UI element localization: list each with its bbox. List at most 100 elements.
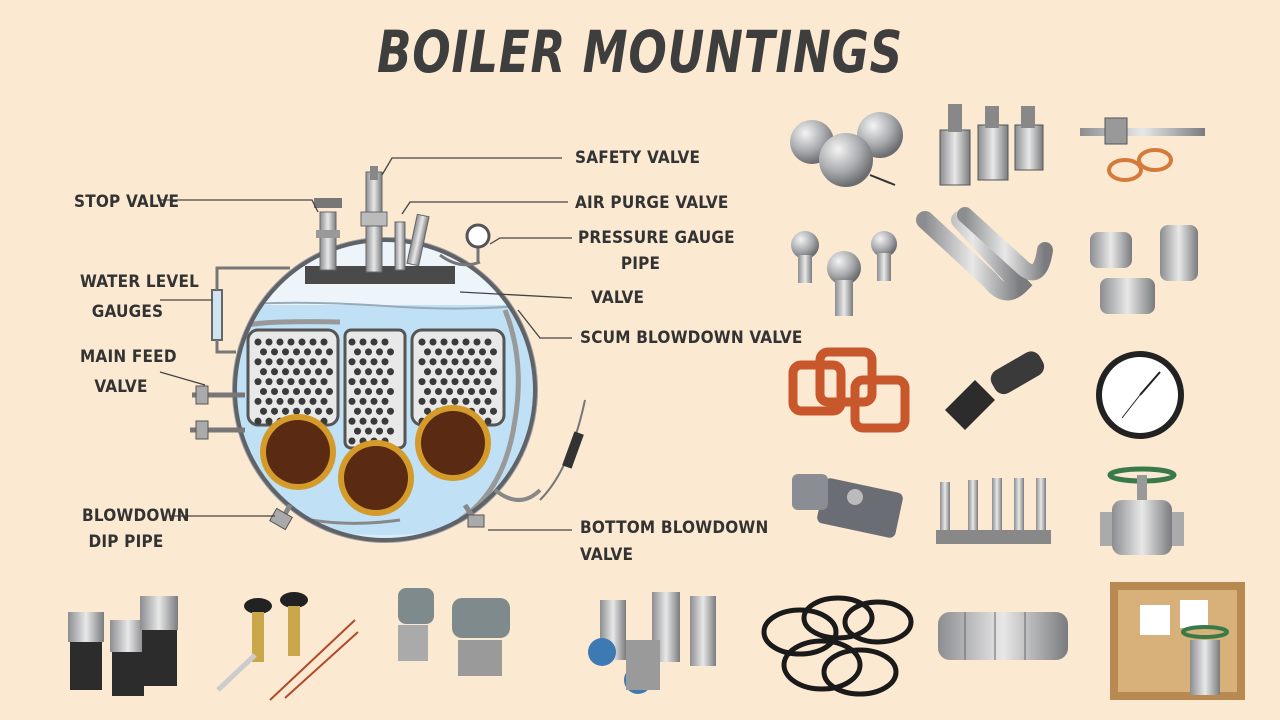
furnace-left [260,414,336,490]
tube-end [484,338,492,346]
tube-end [265,417,273,425]
tube-end [314,368,323,376]
tube-end [456,368,465,376]
label-valve: VALVE [591,288,645,308]
tube-end [325,368,334,376]
cylinder-image [938,612,1068,660]
u-tubes-image [916,207,1053,301]
tube-end [287,358,295,366]
tube-end [381,358,389,366]
tube-end [320,358,328,366]
tube-end [309,378,317,386]
tube-end [434,387,443,396]
tube-end [478,368,487,376]
tube-end [348,417,356,425]
tube-end [451,378,459,386]
fittings-image [1090,225,1198,314]
valve-crate-image [1110,582,1245,700]
tube-bank-right [410,328,506,427]
tube-end [270,368,279,376]
tube-end [386,427,395,435]
leader-lines [158,157,573,531]
tube-end [265,358,273,366]
tube-end [440,378,448,386]
water-level-gauge-part [211,266,290,354]
tube-end [325,387,334,396]
tube-end [445,368,454,376]
tube-end [423,348,432,356]
furnace-center [338,440,414,516]
tube-end [270,407,279,415]
tube-end [314,387,323,396]
tube-end [489,407,498,415]
tube-end [473,378,481,386]
tube-end [462,397,470,405]
tube-end [265,378,273,386]
tube-end [292,348,301,356]
tube-end [265,397,273,405]
tube-end [270,348,279,356]
tube-end [276,358,284,366]
tube-end [254,358,262,366]
label-water-level-line1: WATER LEVEL [80,272,200,292]
tube-end [303,387,312,396]
page-title: BOILER MOUNTINGS [377,18,903,86]
tube-end [287,397,295,405]
tube-end [364,427,373,435]
tube-end [381,338,389,346]
check-valve-image [945,351,1045,430]
tube-end [259,348,268,356]
tube-end [467,348,476,356]
tube-end [489,348,498,356]
tube-end [434,348,443,356]
tube-end [478,387,487,396]
label-scum-blowdown-valve: SCUM BLOWDOWN VALVE [580,328,803,348]
tube-end [353,427,362,435]
tube-end [298,338,306,346]
tube-end [484,358,492,366]
tube-end [484,417,492,425]
air-purge-valve-part [394,213,430,271]
tube-end [281,387,290,396]
tube-end [359,378,367,386]
level-switches-image [68,596,178,696]
tube-end [429,338,437,346]
tube-end [375,407,384,415]
tube-end [303,368,312,376]
tube-end [281,407,290,415]
tube-end [462,378,470,386]
tube-end [298,358,306,366]
tube-end [309,338,317,346]
tube-end [370,378,378,386]
tube-end [478,407,487,415]
tube-end [259,407,268,415]
safety-valves-image [588,592,716,694]
tube-end [254,338,262,346]
tube-end [259,387,268,396]
tube-end [254,378,262,386]
plugs-image [791,231,897,316]
tube-end [418,378,426,386]
tube-end [281,368,290,376]
tube-end [254,417,262,425]
tube-end [418,358,426,366]
label-bottom-blowdown-line1: BOTTOM BLOWDOWN [580,518,769,538]
tube-end [325,407,334,415]
gauge-cocks-image [216,592,359,701]
tube-bank-center [343,328,407,450]
tube-end [276,397,284,405]
tube-bank-left [246,328,340,427]
tube-end [359,358,367,366]
tube-end [314,407,323,415]
tube-end [440,358,448,366]
tube-end [348,378,356,386]
tube-end [359,338,367,346]
tube-end [292,368,301,376]
tube-end [375,368,384,376]
label-bottom-blowdown-line2: VALVE [580,545,634,565]
tube-end [320,338,328,346]
main-feed-valve-part [190,385,245,440]
tube-end [364,368,373,376]
tube-end [434,368,443,376]
